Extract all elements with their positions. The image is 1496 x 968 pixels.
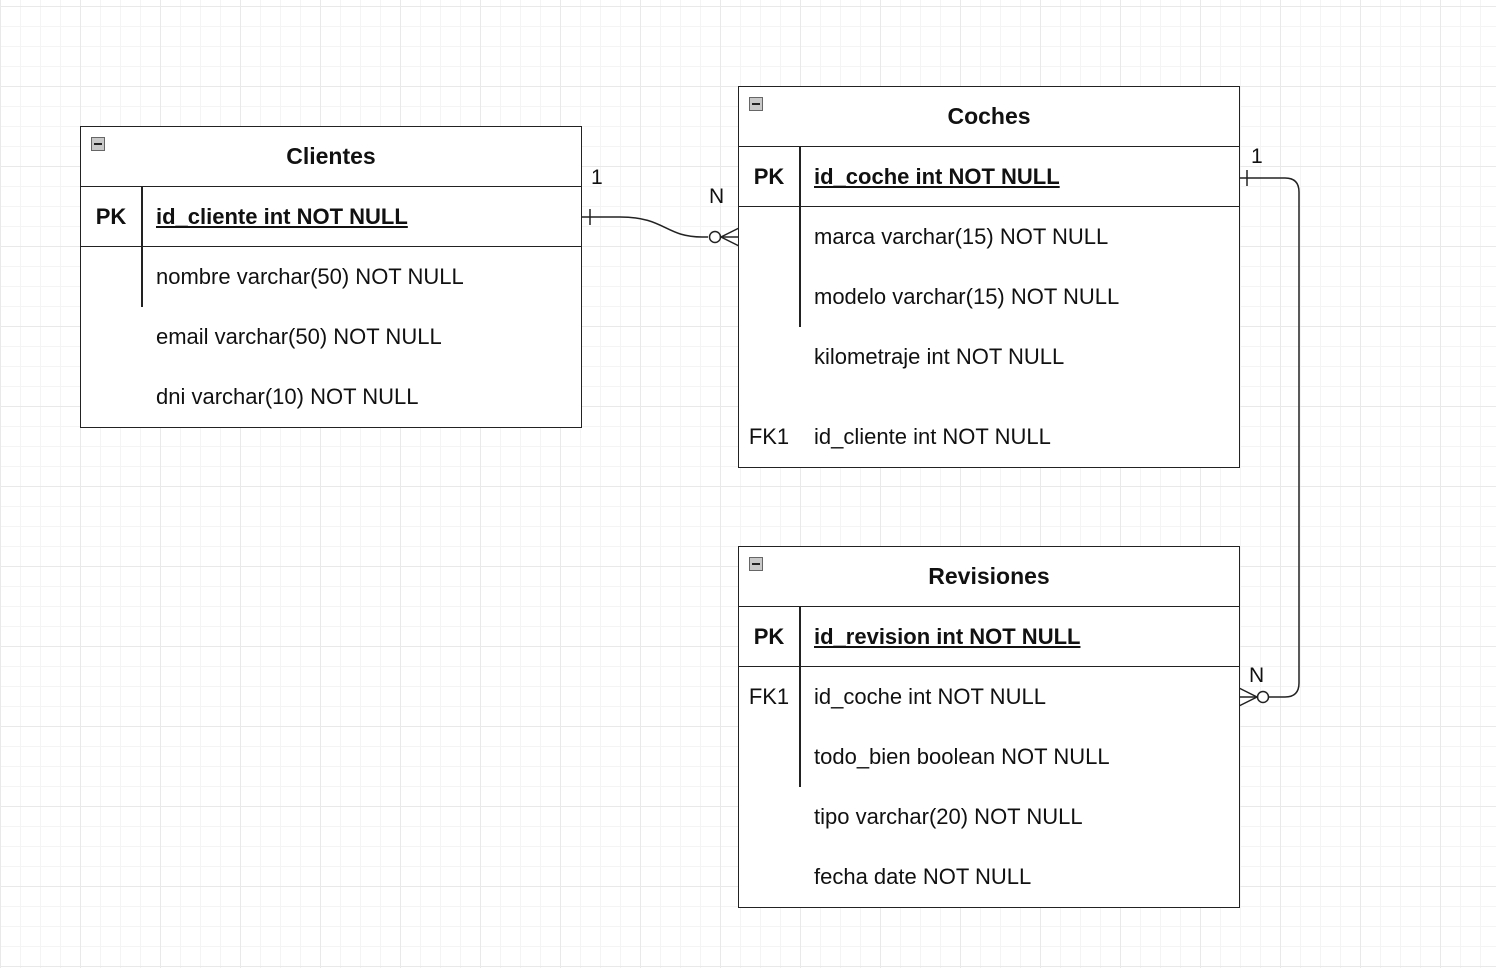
key-label (81, 367, 141, 427)
field-label: modelo varchar(15) NOT NULL (814, 284, 1120, 309)
field-label: id_cliente int NOT NULL (814, 424, 1051, 449)
key-label (739, 327, 799, 387)
field-label: marca varchar(15) NOT NULL (814, 224, 1109, 249)
collapse-icon[interactable] (91, 137, 105, 151)
key-label: PK (753, 163, 785, 189)
field-label: email varchar(50) NOT NULL (156, 324, 442, 349)
field-label: kilometraje int NOT NULL (814, 344, 1065, 369)
entity-revisiones[interactable]: Revisiones PK id_revision int NOT NULL F… (738, 546, 1240, 908)
cardinality-coches-one: 1 (1251, 145, 1263, 168)
primary-key-row[interactable]: PK id_cliente int NOT NULL (81, 187, 581, 247)
entity-clientes[interactable]: Clientes PK id_cliente int NOT NULL nomb… (80, 126, 582, 428)
field-label: id_cliente int NOT NULL (156, 203, 408, 229)
relationship-coches-revisiones (1238, 170, 1300, 707)
field-label: dni varchar(10) NOT NULL (156, 384, 419, 409)
field-label: todo_bien boolean NOT NULL (814, 744, 1110, 769)
field-label: id_coche int NOT NULL (814, 163, 1060, 189)
cardinality-clientes-one: 1 (591, 166, 603, 189)
entity-title: Coches (947, 103, 1031, 129)
field-row[interactable]: todo_bien boolean NOT NULL (739, 727, 1239, 787)
column-divider (141, 187, 143, 247)
column-divider (141, 247, 143, 307)
field-row[interactable]: nombre varchar(50) NOT NULL (81, 247, 581, 307)
collapse-icon[interactable] (749, 97, 763, 111)
field-label: nombre varchar(50) NOT NULL (156, 264, 464, 289)
field-row[interactable]: dni varchar(10) NOT NULL (81, 367, 581, 427)
cardinality-revisiones-many: N (1249, 664, 1265, 687)
field-row[interactable]: fecha date NOT NULL (739, 847, 1239, 907)
collapse-icon[interactable] (749, 557, 763, 571)
key-label: FK1 (748, 684, 790, 709)
field-label: tipo varchar(20) NOT NULL (814, 804, 1083, 829)
field-row[interactable]: email varchar(50) NOT NULL (81, 307, 581, 367)
field-label: id_revision int NOT NULL (814, 623, 1081, 649)
foreign-key-row[interactable]: FK1 id_coche int NOT NULL (739, 667, 1239, 727)
cardinality-coches-many: N (709, 185, 725, 208)
column-divider (799, 607, 801, 667)
entity-header: Revisiones (739, 547, 1239, 607)
field-label: id_coche int NOT NULL (814, 684, 1046, 709)
entity-header: Coches (739, 87, 1239, 147)
field-label: fecha date NOT NULL (814, 864, 1032, 889)
relationship-clientes-coches (581, 209, 740, 247)
column-divider (799, 667, 801, 787)
entity-title: Revisiones (928, 563, 1050, 589)
column-divider (799, 207, 801, 327)
entity-header: Clientes (81, 127, 581, 187)
field-row[interactable]: modelo varchar(15) NOT NULL (739, 267, 1239, 327)
key-label: FK1 (748, 424, 790, 449)
key-label: PK (95, 203, 127, 229)
key-label (739, 787, 799, 847)
column-divider (799, 147, 801, 207)
key-label (739, 207, 799, 267)
key-label (739, 847, 799, 907)
entity-title: Clientes (286, 143, 376, 169)
field-row[interactable]: marca varchar(15) NOT NULL (739, 207, 1239, 267)
key-label (739, 727, 799, 787)
key-label (739, 267, 799, 327)
spacer-row (739, 387, 1239, 407)
key-label (81, 247, 141, 307)
primary-key-row[interactable]: PK id_revision int NOT NULL (739, 607, 1239, 667)
field-row[interactable]: tipo varchar(20) NOT NULL (739, 787, 1239, 847)
key-label (81, 307, 141, 367)
field-row[interactable]: kilometraje int NOT NULL (739, 327, 1239, 387)
key-label: PK (753, 623, 785, 649)
primary-key-row[interactable]: PK id_coche int NOT NULL (739, 147, 1239, 207)
foreign-key-row[interactable]: FK1 id_cliente int NOT NULL (739, 407, 1239, 467)
entity-coches[interactable]: Coches PK id_coche int NOT NULL marca va… (738, 86, 1240, 468)
